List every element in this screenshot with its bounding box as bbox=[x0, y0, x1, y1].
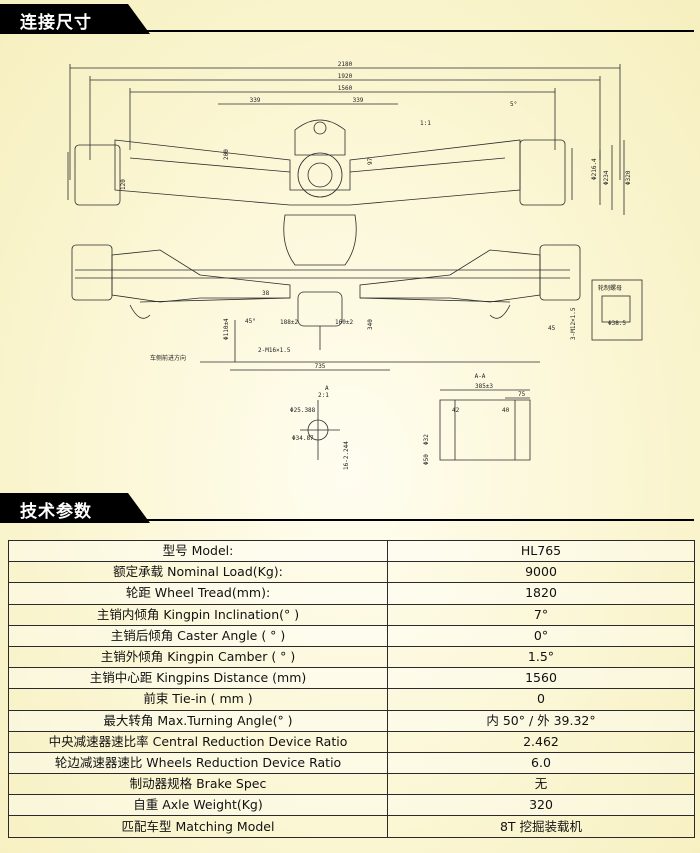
spec-value: HL765 bbox=[387, 539, 695, 563]
section-dim-phi50: Φ50 bbox=[423, 454, 430, 465]
spec-row: 主销外倾角 Kingpin Camber ( ° )1.5° bbox=[8, 645, 695, 669]
detail-dim-3: 16-2.244 bbox=[343, 441, 350, 470]
section-aa-label: A-A bbox=[475, 373, 486, 380]
spec-label: 主销中心距 Kingpins Distance (mm) bbox=[8, 667, 388, 690]
dim-340: 340 bbox=[367, 319, 374, 330]
spec-label: 中央减速器速比率 Central Reduction Device Ratio bbox=[8, 730, 388, 753]
spec-value: 8T 挖掘装载机 bbox=[387, 815, 695, 838]
dim-97: 97 bbox=[367, 157, 374, 165]
spec-label: 额定承载 Nominal Load(Kg): bbox=[8, 561, 388, 584]
spec-row: 主销内倾角 Kingpin Inclination(° )7° bbox=[8, 603, 695, 626]
dim-38: 38 bbox=[262, 290, 270, 297]
dim-339-left: 339 bbox=[250, 97, 261, 104]
spec-value: 1.5° bbox=[387, 645, 695, 669]
spec-label: 轮距 Wheel Tread(mm): bbox=[8, 582, 388, 605]
specs-section-header: 技术参数 bbox=[0, 493, 700, 523]
axle-technical-drawing: 2180 1920 1560 339 339 5° 1:1 Φ216.4 Φ23… bbox=[0, 40, 700, 490]
spec-value: 内 50° / 外 39.32° bbox=[387, 709, 695, 732]
dim-phi320: Φ320 bbox=[625, 170, 632, 185]
spec-label: 型号 Model: bbox=[8, 539, 388, 563]
spec-label: 制动器规格 Brake Spec bbox=[8, 773, 388, 796]
section-dim-42: 42 bbox=[452, 407, 460, 414]
spec-label: 主销内倾角 Kingpin Inclination(° ) bbox=[8, 603, 388, 626]
spec-row: 前束 Tie-in ( mm )0 bbox=[8, 688, 695, 711]
spec-label: 最大转角 Max.Turning Angle(° ) bbox=[8, 709, 388, 732]
spec-label: 主销后倾角 Caster Angle ( ° ) bbox=[8, 624, 388, 647]
dim-phi38: Φ38.5 bbox=[608, 320, 626, 327]
dim-phi110: Φ110±4 bbox=[223, 318, 230, 340]
dimensions-section-title: 连接尺寸 bbox=[20, 13, 92, 33]
dim-160: 160±2 bbox=[335, 319, 353, 326]
dim-45deg: 45° bbox=[245, 318, 256, 325]
dim-phi234: Φ234 bbox=[603, 170, 610, 185]
section-dim-75: 75 bbox=[518, 391, 526, 398]
detail-dim-1: Φ25.388 bbox=[290, 407, 316, 414]
dimensions-section-header: 连接尺寸 bbox=[0, 4, 700, 34]
spec-value: 1820 bbox=[387, 582, 695, 605]
dim-1560: 1560 bbox=[338, 85, 353, 92]
dim-1920: 1920 bbox=[338, 73, 353, 80]
detail-label-a: A bbox=[325, 385, 329, 392]
dim-200: 200 bbox=[223, 149, 230, 160]
spec-value: 320 bbox=[387, 794, 695, 817]
spec-value: 无 bbox=[387, 773, 695, 796]
spec-row: 型号 Model:HL765 bbox=[8, 539, 695, 563]
spec-row: 自重 Axle Weight(Kg)320 bbox=[8, 794, 695, 817]
inset-label: 轮制螺母 bbox=[598, 284, 622, 292]
dim-735: 735 bbox=[315, 363, 326, 370]
spec-value: 9000 bbox=[387, 561, 695, 584]
spec-value: 7° bbox=[387, 603, 695, 626]
dim-m12: 3-M12×1.5 bbox=[570, 307, 577, 340]
spec-label: 前束 Tie-in ( mm ) bbox=[8, 688, 388, 711]
spec-row: 主销中心距 Kingpins Distance (mm)1560 bbox=[8, 667, 695, 690]
spec-value: 0 bbox=[387, 688, 695, 711]
section-dim-385: 385±3 bbox=[475, 383, 493, 390]
specs-section-title: 技术参数 bbox=[20, 502, 92, 522]
dim-120: 120 bbox=[120, 179, 127, 190]
spec-row: 轮距 Wheel Tread(mm):1820 bbox=[8, 582, 695, 605]
dim-2180: 2180 bbox=[338, 61, 353, 68]
dim-ratio: 1:1 bbox=[420, 120, 431, 127]
spec-label: 自重 Axle Weight(Kg) bbox=[8, 794, 388, 817]
detail-dim-2: Φ34.87 bbox=[292, 435, 314, 442]
axle-drawing-svg: 2180 1920 1560 339 339 5° 1:1 Φ216.4 Φ23… bbox=[67, 61, 643, 470]
dim-45: 45 bbox=[548, 325, 556, 332]
spec-label: 匹配车型 Matching Model bbox=[8, 815, 388, 838]
dim-m16: 2-M16×1.5 bbox=[258, 347, 291, 354]
spec-row: 主销后倾角 Caster Angle ( ° )0° bbox=[8, 624, 695, 647]
dim-5deg: 5° bbox=[510, 101, 517, 108]
spec-value: 0° bbox=[387, 624, 695, 647]
dim-188: 188±2 bbox=[280, 319, 298, 326]
section-dim-phi32: Φ32 bbox=[423, 434, 430, 445]
direction-note: 车侧前进方向 bbox=[150, 354, 186, 362]
spec-value: 6.0 bbox=[387, 751, 695, 775]
spec-label: 轮边减速器速比 Wheels Reduction Device Ratio bbox=[8, 751, 388, 775]
detail-scale: 2:1 bbox=[318, 392, 329, 399]
dim-339-right: 339 bbox=[353, 97, 364, 104]
spec-row: 最大转角 Max.Turning Angle(° )内 50° / 外 39.3… bbox=[8, 709, 695, 732]
spec-value: 2.462 bbox=[387, 730, 695, 753]
spec-label: 主销外倾角 Kingpin Camber ( ° ) bbox=[8, 645, 388, 669]
dim-phi216: Φ216.4 bbox=[591, 158, 598, 180]
spec-row: 额定承载 Nominal Load(Kg):9000 bbox=[8, 561, 695, 584]
spec-value: 1560 bbox=[387, 667, 695, 690]
section-dim-40: 40 bbox=[502, 407, 510, 414]
